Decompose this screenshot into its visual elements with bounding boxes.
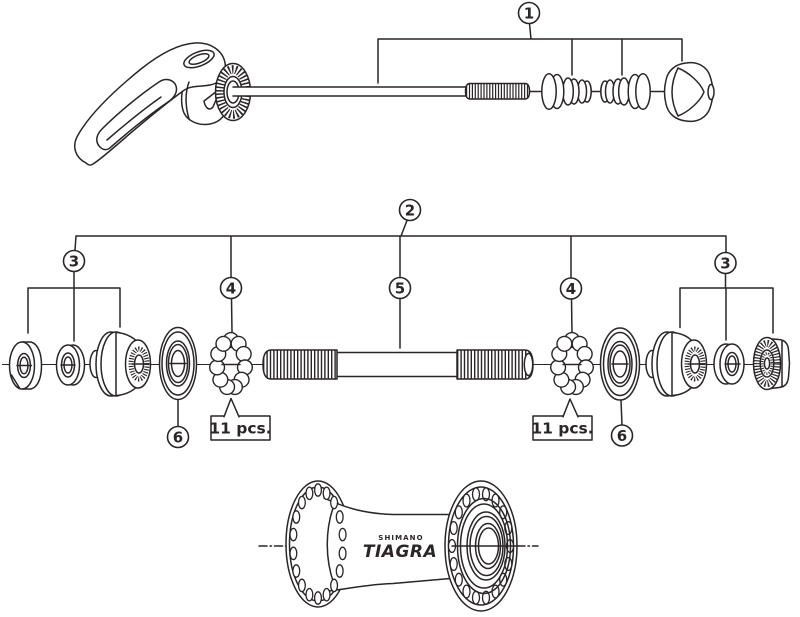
callout-6-right-number: 6 [617, 427, 627, 445]
hub-spoke-holes-left [289, 483, 347, 605]
qr-spring-inner [541, 72, 592, 111]
part-cone-right [645, 331, 708, 397]
callout-6-right: 6 [610, 399, 634, 447]
hub-model-text: TIAGRA [363, 542, 437, 562]
part-dust-cap-left [158, 326, 198, 401]
part-dust-cap-right [599, 327, 641, 401]
qr-spring-outer [600, 72, 651, 111]
callout-4-left: 4 [219, 276, 243, 333]
callout-1: 1 [377, 1, 683, 84]
callout-6-left: 6 [166, 399, 190, 449]
callout-3-left: 3 [27, 249, 121, 342]
hub-brand-text: SHIMANO [378, 534, 423, 542]
qr-end-nut [663, 61, 715, 123]
part-washer-right [713, 343, 745, 385]
callout-4-right-number: 4 [566, 280, 576, 298]
callout-1-number: 1 [524, 4, 534, 22]
quick-release-assembly: 1 [74, 1, 715, 166]
qr-lever [74, 42, 229, 166]
callout-2: 2 [74, 198, 727, 279]
callout-3-right-number: 3 [720, 254, 730, 272]
callout-5-number: 5 [395, 279, 405, 297]
callout-4-left-number: 4 [226, 279, 236, 297]
callout-5: 5 [388, 276, 412, 349]
hub-axle-assembly: 2 3 3 4 4 5 [2, 198, 791, 449]
part-locknut-right [752, 336, 791, 391]
part-ball-retainer-right [549, 331, 595, 396]
locknut-thread-texture [760, 352, 774, 375]
part-ball-retainer-left [209, 331, 254, 396]
callout-3-left-number: 3 [69, 252, 79, 270]
part-washer-left [55, 344, 86, 386]
qr-skewer-rod [232, 82, 665, 100]
part-locknut-left [8, 341, 43, 390]
pieces-label-right-text: 11 pcs. [531, 420, 593, 438]
callout-2-number: 2 [405, 201, 415, 219]
pieces-label-left: 11 pcs. [209, 397, 272, 441]
hub-shell: SHIMANO TIAGRA [258, 480, 539, 612]
callout-4-right: 4 [559, 277, 583, 334]
callout-3-right: 3 [679, 251, 774, 341]
locknut-knurl-texture [753, 340, 781, 387]
pieces-label-right: 11 pcs. [531, 398, 594, 441]
part-cone-left [89, 331, 152, 397]
callout-6-left-number: 6 [173, 428, 183, 446]
pieces-label-left-text: 11 pcs. [209, 420, 271, 438]
part-axle [262, 349, 534, 380]
